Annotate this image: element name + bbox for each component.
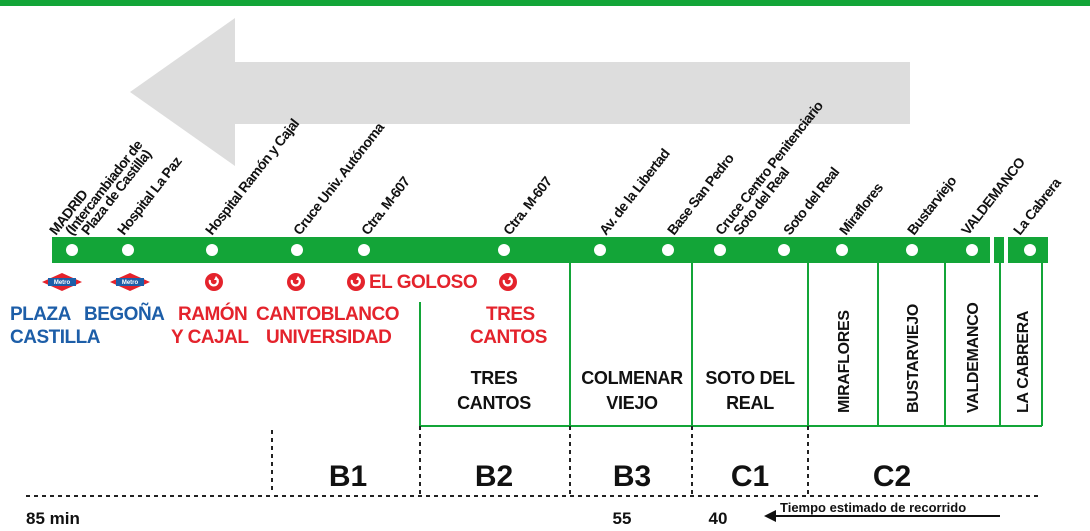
- renfe-icon: [499, 273, 517, 291]
- time-40: 40: [709, 509, 728, 528]
- time-55: 55: [613, 509, 632, 528]
- renfe-station-name: RAMÓN: [178, 303, 247, 325]
- renfe-icon: [347, 273, 365, 291]
- stop-dot: [122, 244, 134, 256]
- stop-label: Ctra. M-607: [500, 173, 556, 238]
- zone-town-name: REAL: [726, 393, 774, 413]
- renfe-connections: RAMÓN Y CAJAL CANTOBLANCO UNIVERSIDAD EL…: [171, 272, 547, 348]
- renfe-station-name: CANTOS: [470, 327, 547, 348]
- stop-dot: [966, 244, 978, 256]
- stop-label: La Cabrera: [1010, 174, 1064, 237]
- zone-code: C1: [731, 460, 769, 493]
- zone-town-name: TRES: [471, 368, 518, 388]
- renfe-icon: [287, 273, 305, 291]
- time-total: 85 min: [26, 509, 80, 528]
- zone-towns: TRES CANTOS COLMENAR VIEJO SOTO DEL REAL: [457, 368, 795, 413]
- zone-grid: [26, 426, 1040, 497]
- metro-connections: PLAZA CASTILLA BEGOÑA: [10, 303, 166, 348]
- route-break: [1004, 235, 1008, 265]
- stop-dot: [594, 244, 606, 256]
- stop-dot: [66, 244, 78, 256]
- zone-town-name: VIEJO: [606, 393, 658, 413]
- zone-town-name: CANTOS: [457, 393, 531, 413]
- stop-label: Av. de la Libertad: [596, 146, 673, 238]
- zone-table: [419, 263, 1043, 427]
- stop-label: Bustarviejo: [904, 173, 960, 238]
- zone-codes: B1 B2 B3 C1 C2: [329, 460, 911, 493]
- stop-dot: [1024, 244, 1036, 256]
- renfe-station-name: CANTOBLANCO: [256, 304, 399, 325]
- direction-arrow: [130, 18, 910, 166]
- zone-town-name: MIRAFLORES: [836, 310, 853, 413]
- zone-code: C2: [873, 460, 911, 493]
- legend-arrow-head: [764, 510, 776, 522]
- zone-code: B3: [613, 460, 651, 493]
- stop-dot: [836, 244, 848, 256]
- renfe-station-name: TRES: [486, 304, 535, 325]
- metro-station-name: CASTILLA: [10, 327, 101, 348]
- metro-icon: Metro: [110, 273, 150, 291]
- stop-dot: [206, 244, 218, 256]
- stop-label: Ctra. M-607: [358, 173, 414, 238]
- zone-town-name: SOTO DEL: [705, 368, 795, 388]
- zone-town-name: LA CABRERA: [1015, 310, 1032, 413]
- stop-dot: [291, 244, 303, 256]
- stop-dot: [498, 244, 510, 256]
- stop-dot: [662, 244, 674, 256]
- renfe-icon: [205, 273, 223, 291]
- svg-text:Metro: Metro: [122, 280, 139, 286]
- stop-dot: [358, 244, 370, 256]
- zone-code: B2: [475, 460, 513, 493]
- stop-dot: [778, 244, 790, 256]
- zone-code: B1: [329, 460, 367, 493]
- zone-town-name: COLMENAR: [581, 368, 683, 388]
- zone-towns-vertical: MIRAFLORES BUSTARVIEJO VALDEMANCO LA CAB…: [836, 303, 1032, 413]
- svg-text:Metro: Metro: [54, 280, 71, 286]
- stop-label: Miraflores: [836, 179, 887, 237]
- route-bar: [52, 237, 1048, 263]
- renfe-station-name: UNIVERSIDAD: [266, 327, 391, 348]
- stop-dot: [714, 244, 726, 256]
- stop-dot: [906, 244, 918, 256]
- renfe-station-name: Y CAJAL: [171, 327, 249, 348]
- route-break: [990, 235, 994, 265]
- stop-dots: [66, 244, 1036, 256]
- zone-town-name: BUSTARVIEJO: [905, 304, 922, 413]
- metro-icon: Metro: [42, 273, 82, 291]
- zone-town-name: VALDEMANCO: [965, 303, 982, 413]
- time-legend: Tiempo estimado de recorrido: [780, 500, 966, 515]
- metro-station-name: BEGOÑA: [84, 303, 165, 325]
- renfe-station-name: EL GOLOSO: [369, 272, 477, 293]
- top-band: [0, 0, 1090, 6]
- travel-times: 85 min 55 40 Tiempo estimado de recorrid…: [26, 500, 1000, 528]
- metro-station-name: PLAZA: [10, 304, 72, 325]
